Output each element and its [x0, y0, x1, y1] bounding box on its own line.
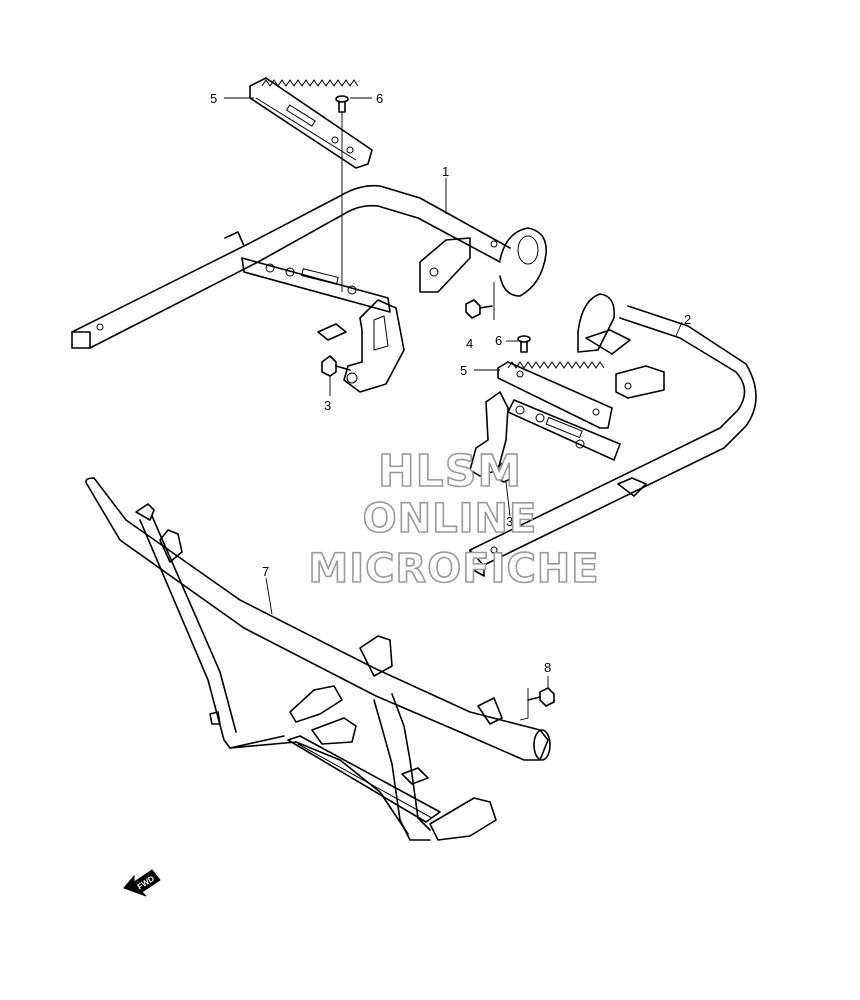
- footrest-step-plate-right: [497, 361, 613, 429]
- callout-5-upper: 5: [210, 91, 217, 106]
- front-guard-7: [85, 477, 551, 841]
- fwd-arrow-icon: FWD: [123, 869, 161, 897]
- bolt-4: [465, 282, 495, 320]
- screw-6-lower: [517, 335, 531, 353]
- callout-4: 4: [466, 336, 473, 351]
- bolt-8: [519, 676, 555, 721]
- callout-2: 2: [684, 312, 691, 327]
- callout-5-lower: 5: [460, 363, 467, 378]
- callout-labels: 5 6 1 2 4 6 5 3 3 7 8: [210, 91, 691, 675]
- watermark-line-1: HLSM: [378, 446, 522, 497]
- watermark: HLSM ONLINE MICROFICHE: [308, 445, 600, 593]
- callout-8: 8: [544, 660, 551, 675]
- callout-3-right: 3: [506, 514, 513, 529]
- callout-6-upper: 6: [376, 91, 383, 106]
- callout-7: 7: [262, 564, 269, 579]
- watermark-line-2: ONLINE: [363, 496, 538, 542]
- footrest-step-plate-left: [249, 77, 373, 169]
- callout-6-lower: 6: [495, 333, 502, 348]
- bolt-3-right: [495, 461, 513, 517]
- screw-6-upper: [335, 95, 349, 292]
- bolt-3-left: [321, 355, 351, 396]
- footrest-frame-1: [71, 184, 547, 393]
- callout-1: 1: [442, 164, 449, 179]
- footrest-frame-2: [469, 293, 757, 577]
- watermark-line-3: MICROFICHE: [308, 546, 599, 592]
- callout-3-left: 3: [324, 398, 331, 413]
- leader-lines: [224, 97, 683, 615]
